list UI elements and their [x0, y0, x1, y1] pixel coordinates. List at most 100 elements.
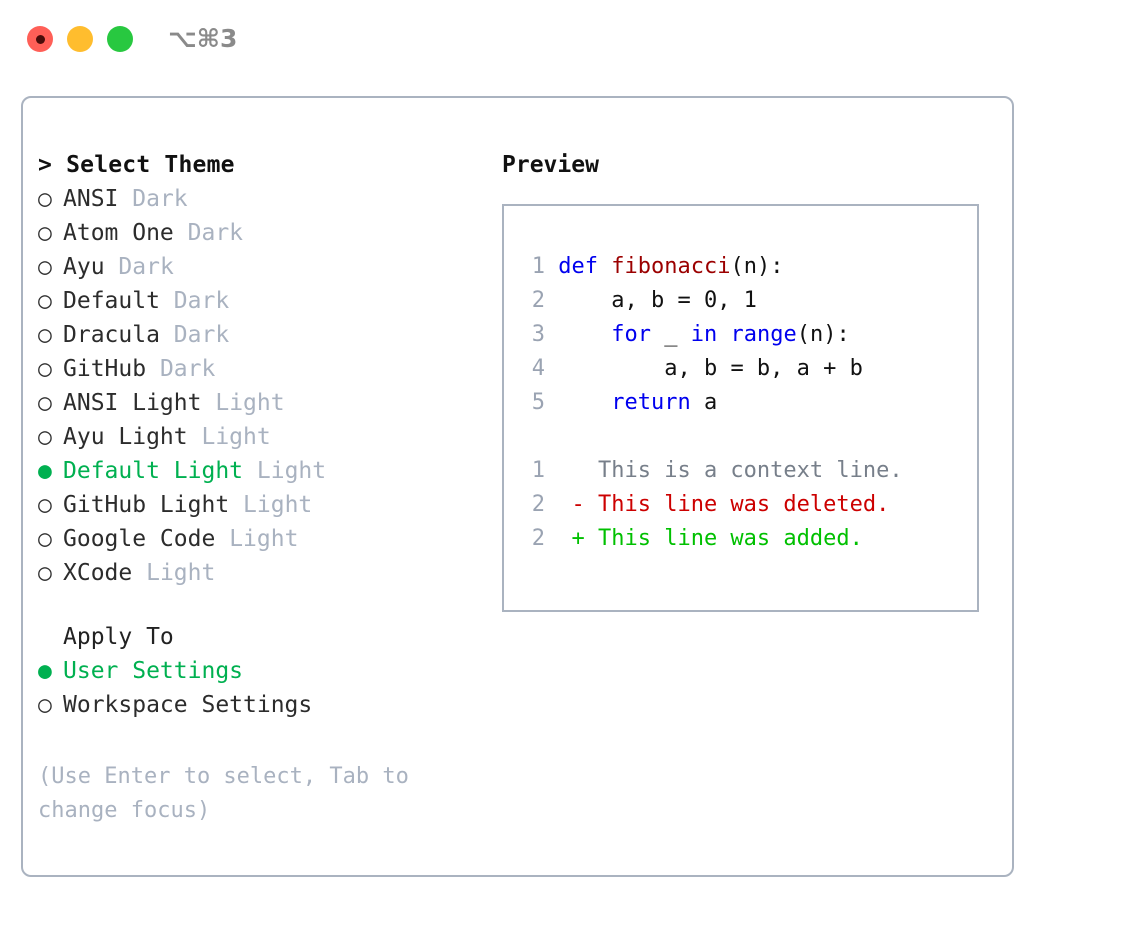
- diff-text: This line was added.: [597, 526, 863, 551]
- maximize-button[interactable]: [107, 26, 133, 52]
- radio-unselected-icon[interactable]: ○: [38, 526, 52, 552]
- code-token: fibonacci: [611, 254, 731, 279]
- theme-category: Dark: [187, 220, 244, 246]
- radio-unselected-icon[interactable]: ○: [38, 356, 52, 382]
- hint-spacer: [38, 722, 478, 760]
- code-line: 2 a, b = 0, 1: [517, 284, 971, 318]
- theme-list-item[interactable]: ○ Ayu Dark: [38, 250, 478, 284]
- theme-category: Dark: [173, 322, 230, 348]
- theme-category: Light: [243, 492, 313, 518]
- theme-name: Ayu: [63, 254, 105, 280]
- code-token: return: [611, 390, 691, 415]
- diff-line: 2 - This line was deleted.: [517, 488, 971, 522]
- diff-marker: -: [545, 492, 598, 517]
- theme-name: GitHub Light: [63, 492, 230, 518]
- theme-name: ANSI: [63, 186, 119, 212]
- theme-category: Light: [201, 424, 271, 450]
- theme-name: GitHub: [63, 356, 147, 382]
- radio-unselected-icon[interactable]: ○: [38, 424, 52, 450]
- theme-list-item[interactable]: ○Default Dark: [38, 284, 478, 318]
- theme-list-item[interactable]: ○ XCode Light: [38, 556, 478, 590]
- theme-label-gap: [105, 254, 119, 280]
- theme-label-gap: [243, 458, 257, 484]
- code-token: a, b = 0, 1: [611, 288, 757, 313]
- line-number: 4: [531, 356, 545, 381]
- theme-label-gap: [174, 220, 188, 246]
- close-button[interactable]: [27, 26, 53, 52]
- theme-label-gap: [160, 322, 174, 348]
- theme-label-gap: [118, 186, 132, 212]
- theme-label-gap: [132, 560, 146, 586]
- main-panel: > Select Theme ○ANSI Dark○Atom One Dark○…: [21, 96, 1014, 877]
- radio-unselected-icon[interactable]: ○: [38, 492, 52, 518]
- theme-list[interactable]: ○ANSI Dark○Atom One Dark○Ayu Dark○Defaul…: [38, 182, 478, 590]
- radio-selected-icon[interactable]: ●: [38, 458, 52, 484]
- line-number: 1: [531, 458, 545, 483]
- theme-list-item[interactable]: ●Default Light Light: [38, 454, 478, 488]
- theme-list-item[interactable]: ○Google Code Light: [38, 522, 478, 556]
- line-number: 2: [531, 288, 545, 313]
- line-number: 1: [531, 254, 545, 279]
- theme-label-gap: [146, 356, 160, 382]
- code-token: a: [690, 390, 718, 415]
- theme-label-gap: [160, 288, 174, 314]
- apply-to-option[interactable]: ● User Settings: [38, 654, 478, 688]
- radio-unselected-icon[interactable]: ○: [38, 390, 52, 416]
- radio-unselected-icon[interactable]: ○: [38, 692, 52, 718]
- apply-to-heading: Apply To: [63, 624, 174, 650]
- keyboard-shortcut-label: ⌥⌘3: [168, 24, 238, 53]
- code-token: in: [690, 322, 718, 347]
- line-number: 2: [531, 526, 545, 551]
- theme-category: Dark: [159, 356, 216, 382]
- theme-label-gap: [188, 424, 202, 450]
- radio-unselected-icon[interactable]: ○: [38, 220, 52, 246]
- apply-to-list[interactable]: ● User Settings ○ Workspace Settings: [38, 654, 478, 722]
- theme-list-item[interactable]: ○ANSI Light Light: [38, 386, 478, 420]
- radio-unselected-icon[interactable]: ○: [38, 560, 52, 586]
- code-token: _: [650, 322, 691, 347]
- radio-unselected-icon[interactable]: ○: [38, 288, 52, 314]
- line-number: 3: [531, 322, 545, 347]
- radio-unselected-icon[interactable]: ○: [38, 186, 52, 212]
- apply-to-option-label: User Settings: [63, 658, 244, 684]
- theme-category: Dark: [118, 254, 174, 280]
- theme-list-item[interactable]: ○Ayu Light Light: [38, 420, 478, 454]
- theme-list-item[interactable]: ○Atom One Dark: [38, 216, 478, 250]
- code-indent: [545, 356, 664, 381]
- keyboard-hint-text: (Use Enter to select, Tab to change focu…: [38, 764, 423, 823]
- theme-name: XCode: [63, 560, 133, 586]
- theme-label-gap: [201, 390, 215, 416]
- theme-category: Dark: [132, 186, 188, 212]
- code-indent: [545, 254, 558, 279]
- theme-list-item[interactable]: ○ ANSI Dark: [38, 182, 478, 216]
- select-theme-heading: > Select Theme: [38, 152, 235, 178]
- theme-category: Light: [229, 526, 299, 552]
- code-diff-spacer: [517, 420, 971, 454]
- minimize-button[interactable]: [67, 26, 93, 52]
- theme-list-item[interactable]: ○ GitHub Dark: [38, 352, 478, 386]
- theme-name: Default Light: [63, 458, 244, 484]
- code-line: 3 for _ in range(n):: [517, 318, 971, 352]
- theme-label-gap: [229, 492, 243, 518]
- diff-line: 1 This is a context line.: [517, 454, 971, 488]
- code-token: range: [730, 322, 797, 347]
- code-token: (n):: [796, 322, 850, 347]
- radio-unselected-icon[interactable]: ○: [38, 254, 52, 280]
- preview-column: Preview 1 def fibonacci(n):2 a, b = 0, 1…: [502, 148, 992, 612]
- apply-to-option-label: Workspace Settings: [63, 692, 313, 718]
- diff-marker: +: [545, 526, 598, 551]
- radio-selected-icon[interactable]: ●: [38, 658, 52, 684]
- theme-list-item[interactable]: ○ GitHub Light Light: [38, 488, 478, 522]
- apply-to-option[interactable]: ○ Workspace Settings: [38, 688, 478, 722]
- code-token: [717, 322, 730, 347]
- code-line: 4 a, b = b, a + b: [517, 352, 971, 386]
- code-token: def: [558, 254, 598, 279]
- theme-category: Light: [146, 560, 216, 586]
- radio-unselected-icon[interactable]: ○: [38, 322, 52, 348]
- diff-text: This line was deleted.: [597, 492, 890, 517]
- theme-name: Default: [63, 288, 160, 314]
- theme-list-item[interactable]: ○Dracula Dark: [38, 318, 478, 352]
